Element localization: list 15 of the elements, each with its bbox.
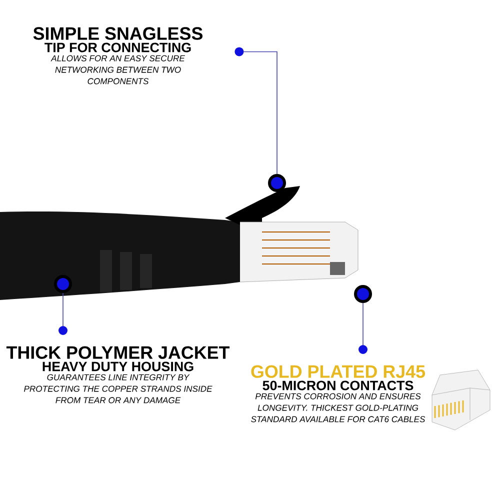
callout-subtitle: HEAVY DUTY HOUSING — [42, 362, 194, 372]
callout-subtitle: TIP FOR CONNECTING — [44, 42, 191, 52]
callout-description: GUARANTEES LINE INTEGRITY BY PROTECTING THE COPPER STRANDS INSIDE FROM TEAR OR ANY DAMAGE — [24, 374, 212, 404]
leader-line — [234, 47, 278, 174]
callout-title: GOLD PLATED RJ45 — [251, 365, 426, 378]
marker-dot — [54, 275, 72, 293]
callout-title: THICK POLYMER JACKET — [6, 346, 230, 359]
callout-description: PREVENTS CORROSION AND ENSURES LONGEVITY. THICKEST GOLD-PLATING STANDARD AVAILABLE FOR CAT6 CABLES — [251, 393, 426, 422]
marker-dot — [268, 174, 286, 192]
callout-subtitle: 50-MICRON CONTACTS — [262, 380, 414, 390]
leader-line — [58, 292, 68, 335]
callout-title: SIMPLE SNAGLESS — [33, 27, 202, 40]
callout-description: ALLOWS FOR AN EASY SECURE NETWORKING BETWEEN TWO COMPONENTS — [50, 55, 185, 84]
marker-dot — [354, 285, 372, 303]
leader-line — [358, 302, 368, 354]
